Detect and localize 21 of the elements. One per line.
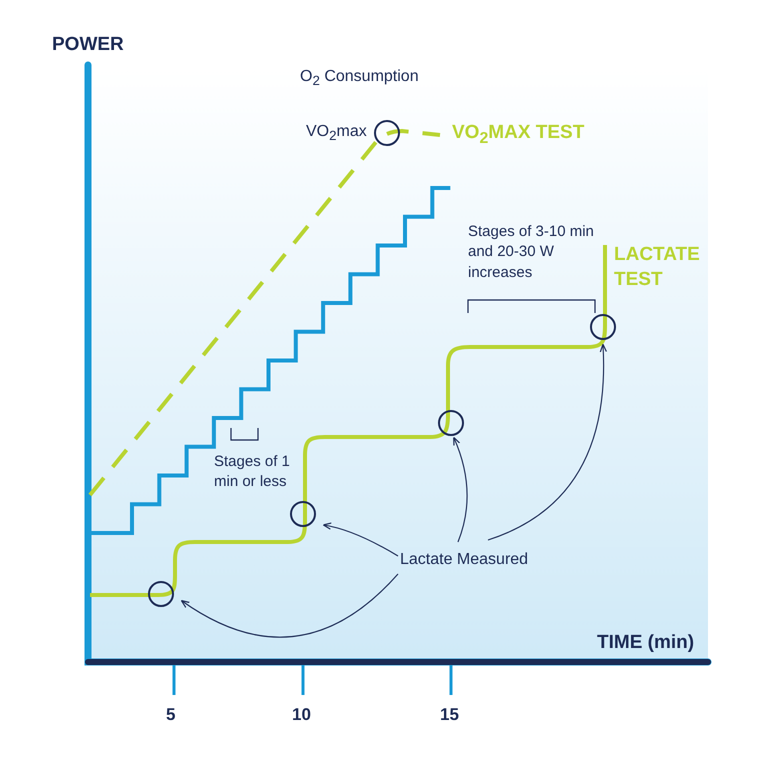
callout-text: Lactate Measured — [400, 549, 528, 571]
annotation: Stages of 3-10 min and 20-30 W increases — [468, 222, 595, 282]
axis-title: TIME (min) — [597, 631, 694, 655]
curve-label: VO$_{2}$MAX TEST — [452, 121, 584, 149]
tick-label: 5 — [166, 704, 176, 726]
annotation: Stages of 1 min or less — [214, 452, 291, 492]
measurement-circle — [438, 410, 464, 436]
curve-label: LACTATE TEST — [614, 243, 701, 292]
tick-label: 15 — [440, 704, 459, 726]
measurement-circle — [290, 501, 316, 527]
measurement-circle — [148, 581, 174, 607]
arrow — [488, 344, 607, 541]
axis-title: POWER — [52, 33, 124, 57]
point-label: VO$_{2}$max — [306, 122, 367, 146]
measurement-circle — [374, 120, 400, 146]
tick-label: 10 — [292, 704, 311, 726]
arrow — [453, 436, 468, 542]
measurement-circle — [590, 314, 616, 340]
arrow — [322, 522, 398, 556]
arrow — [180, 574, 398, 638]
label: O$_{2}$ Consumption — [300, 67, 419, 90]
